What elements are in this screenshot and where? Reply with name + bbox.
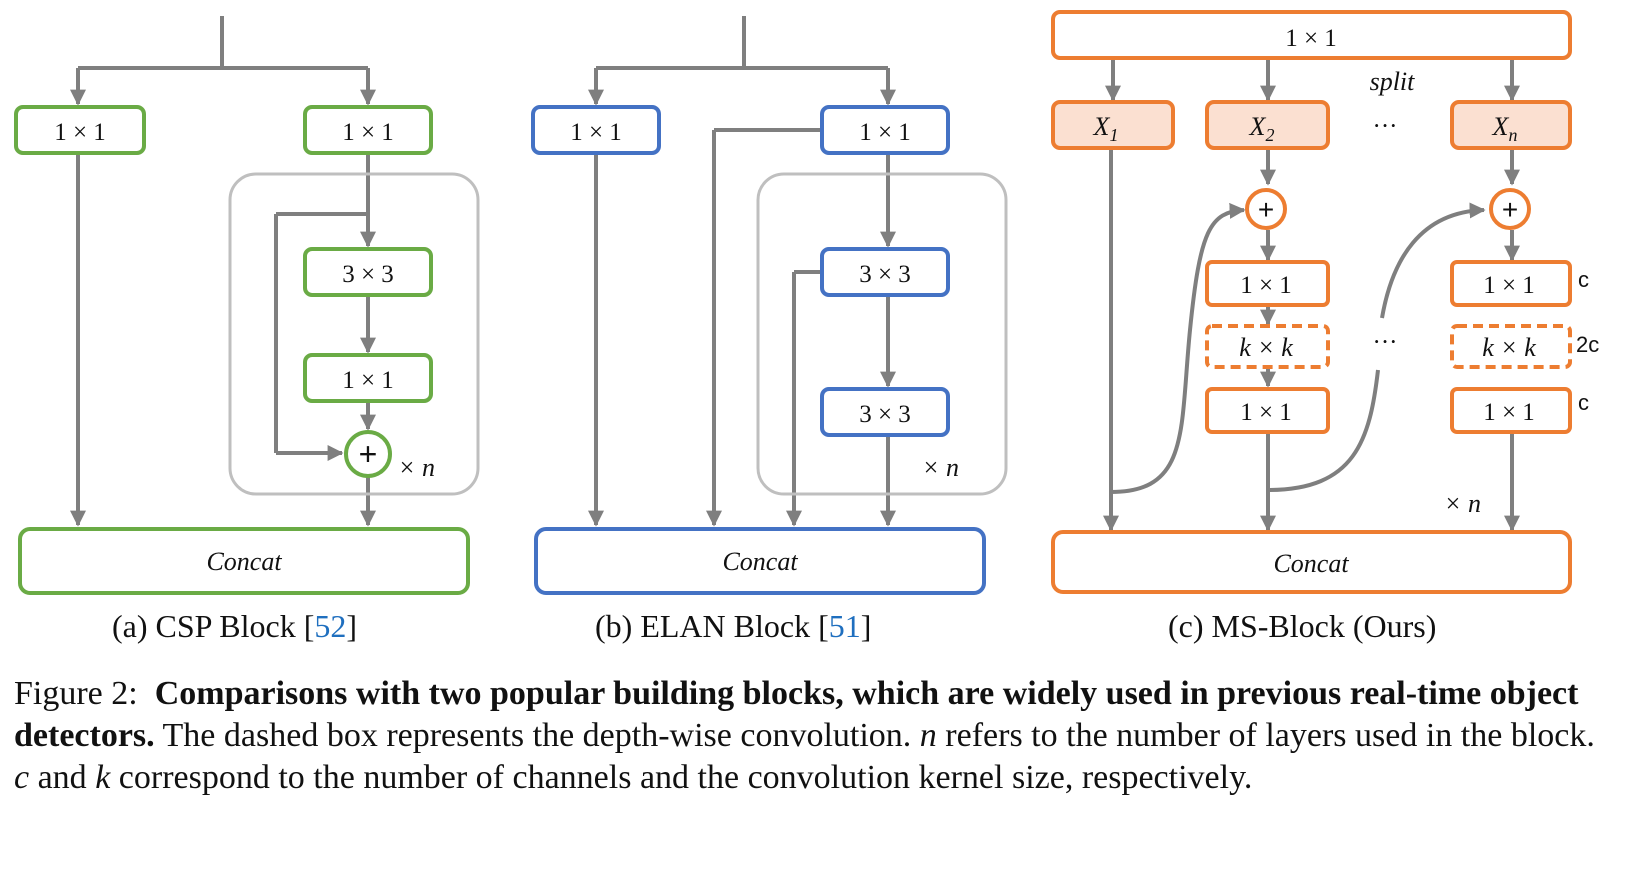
panel-c-concat-label: Concat	[1273, 549, 1349, 578]
panel-b-conv3b-box	[820, 387, 950, 437]
panel-c-add-symbol-n: +	[1502, 194, 1518, 225]
panel-c-xn-conv3-label: 1 × 1	[1483, 399, 1535, 426]
panel-c-x2-box	[1205, 100, 1330, 150]
panel-c-x2-dw-box	[1205, 324, 1330, 369]
panel-c-top-dots: ···	[1373, 113, 1398, 140]
panel-a-add-node	[344, 430, 392, 478]
panel-c-xn-label: Xn	[1492, 112, 1518, 145]
panel-a-conv1-label: 1 × 1	[342, 367, 394, 394]
panel-c-x2-conv1-box	[1205, 260, 1330, 307]
panel-b-caption: (b) ELAN Block [51]	[595, 608, 872, 644]
panel-b-elan	[588, 16, 896, 527]
panel-c-xn-conv1-label: 1 × 1	[1483, 272, 1535, 299]
panel-c-x2-conv1-label: 1 × 1	[1240, 272, 1292, 299]
figure-label: Figure 2:	[14, 675, 138, 712]
panel-c-xn-box	[1450, 100, 1572, 150]
figure-caption: Figure 2: Comparisons with two popular b…	[14, 675, 1595, 796]
panel-b-top-left-box	[531, 105, 661, 155]
panel-c-caption: (c) MS-Block (Ours)	[1168, 608, 1437, 644]
panel-a-citation-link[interactable]: 52	[314, 608, 347, 644]
panel-b-repeat-group	[756, 172, 1008, 496]
panel-a-conv3-box	[303, 247, 433, 297]
building-blocks-diagram: 1 × 1 1 × 1 3 × 3 1 × 1 + × n Concat 1 ×…	[14, 10, 1599, 595]
panel-c-x2-label: X2	[1249, 112, 1275, 145]
panel-c-ms-block	[1103, 58, 1520, 532]
panel-b-top-right-label: 1 × 1	[859, 119, 911, 146]
panel-c-top-box	[1051, 10, 1572, 60]
panel-b-top-right-box	[820, 105, 950, 155]
panel-c-x2-dw-label: k × k	[1239, 333, 1293, 362]
panel-b-conv3a-label: 3 × 3	[859, 261, 911, 288]
panel-a-conv1-box	[303, 353, 433, 403]
panel-a-concat-box	[18, 527, 470, 595]
panel-c-xn-dw-label: k × k	[1482, 333, 1536, 362]
panel-b-top-left-label: 1 × 1	[570, 119, 622, 146]
panel-a-top-right-box	[303, 105, 433, 155]
caption-bold-text: Comparisons with two popular building bl…	[14, 675, 1579, 754]
panel-c-add-node-2	[1245, 188, 1287, 230]
panel-b-conv3b-label: 3 × 3	[859, 401, 911, 428]
panel-a-repeat-label: × n	[398, 453, 435, 482]
panel-a-add-symbol: +	[359, 436, 378, 472]
panel-b-concat-box	[534, 527, 986, 595]
panel-c-add-symbol-2: +	[1258, 194, 1274, 225]
panel-c-x2-conv3-label: 1 × 1	[1240, 399, 1292, 426]
panel-a-top-right-label: 1 × 1	[342, 119, 394, 146]
panel-c-channel-2c: 2c	[1576, 332, 1599, 357]
panel-c-top-label: 1 × 1	[1285, 25, 1337, 52]
panel-a-top-left-box	[14, 105, 146, 155]
panel-c-channel-c-1: c	[1578, 267, 1589, 292]
panel-c-add-node-n	[1489, 188, 1531, 230]
panel-a-concat-label: Concat	[206, 547, 282, 576]
panel-b-citation-link[interactable]: 51	[828, 608, 861, 644]
panel-b-concat-label: Concat	[722, 547, 798, 576]
panel-a-caption: (a) CSP Block [52]	[112, 608, 358, 644]
panel-c-x1-box	[1051, 100, 1175, 150]
panel-c-concat-box	[1051, 530, 1572, 594]
panel-c-split-label: split	[1370, 67, 1416, 96]
panel-c-x1-label: X1	[1093, 112, 1119, 145]
panel-a-repeat-group	[228, 172, 480, 496]
panel-c-channel-c-2: c	[1578, 390, 1589, 415]
panel-c-x2-conv3-box	[1205, 387, 1330, 434]
panel-c-mid-dots: ···	[1373, 329, 1398, 356]
panel-c-repeat-label: × n	[1444, 489, 1481, 518]
panel-b-conv3a-box	[820, 247, 950, 297]
panel-c-xn-dw-box	[1450, 324, 1572, 369]
panel-c-xn-conv3-box	[1450, 387, 1572, 434]
panel-c-xn-conv1-box	[1450, 260, 1572, 307]
panel-b-repeat-label: × n	[922, 453, 959, 482]
panel-a-conv3-label: 3 × 3	[342, 261, 394, 288]
panel-a-top-left-label: 1 × 1	[54, 119, 106, 146]
panel-a-csp	[70, 16, 376, 527]
